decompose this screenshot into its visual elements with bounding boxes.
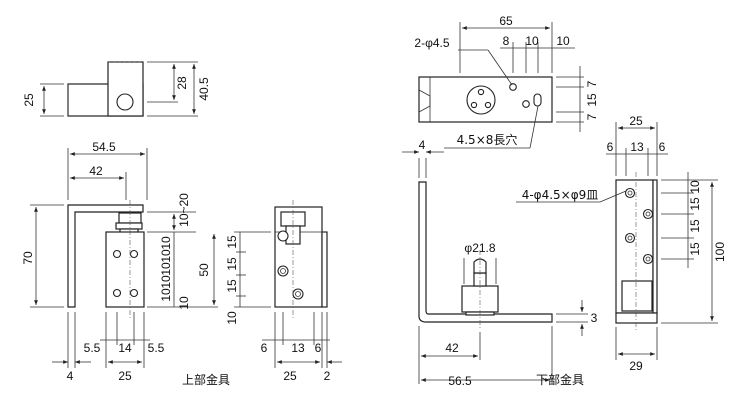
pivot-hole [116,93,134,111]
dim-56-5: 56.5 [448,374,472,388]
dim-54-5: 54.5 [92,140,116,154]
label-2-phi-4-5: 2-φ4.5 [414,36,449,50]
captions: 上部金具 下部金具 [182,372,584,387]
dim-15-e: 15 [688,197,702,211]
lower-fitting-front-view [402,150,588,384]
dim-25-upper-bottom: 25 [118,369,132,383]
dim-15-a: 15 [225,235,239,249]
upper-fitting-front-view [30,148,218,368]
dim-25-lower-side: 25 [629,114,643,128]
slot-hole [533,93,542,107]
dim-7-a: 7 [585,80,599,87]
dim-5-5-right: 5.5 [148,341,165,355]
dim-6-d: 6 [659,140,666,154]
dim-5-5-left: 5.5 [84,341,101,355]
dim-28: 28 [175,76,189,90]
dim-15-b: 15 [225,257,239,271]
dim-65: 65 [499,14,513,28]
dim-4-lower: 4 [419,138,426,152]
dim-10-f: 10 [177,296,191,310]
dim-10-g: 10 [225,311,239,325]
dim-25-upper-top: 25 [22,93,36,107]
dimension-labels: 25 28 40.5 54.5 42 70 10~20 10 10 10 10 … [21,14,727,388]
dim-4-upper: 4 [67,369,74,383]
dim-10-i: 10 [556,34,570,48]
caption-lower-fitting: 下部金具 [536,372,584,387]
dim-42-upper: 42 [89,164,103,178]
dim-14: 14 [118,341,132,355]
dim-6-b: 6 [315,341,322,355]
upper-fitting-side-view [234,200,342,368]
dim-13-b: 13 [630,140,644,154]
dim-3: 3 [591,311,598,325]
dim-10-a: 10 [159,236,173,250]
dim-7-b: 7 [585,113,599,120]
dim-10-h: 10 [525,34,539,48]
dim-6-c: 6 [607,140,614,154]
caption-upper-fitting: 上部金具 [182,372,230,387]
dim-40-5: 40.5 [197,77,211,101]
dim-10-j: 10 [688,180,702,194]
lower-fitting-side-view [516,122,718,360]
dim-42-lower: 42 [445,341,459,355]
dim-15-g: 15 [688,242,702,256]
dim-15-f: 15 [688,219,702,233]
dim-50: 50 [197,263,211,277]
upper-fitting-top-view [40,61,198,117]
dim-13-a: 13 [291,341,305,355]
dim-10-e: 10 [159,288,173,302]
dim-25-side: 25 [283,369,297,383]
dim-29: 29 [629,359,643,373]
label-slot-4-5x8: 4.5×8長穴 [457,132,518,147]
label-4-phi-countersink: 4-φ4.5×φ9皿 [522,188,599,202]
dim-10-d: 10 [159,275,173,289]
dim-8: 8 [503,34,510,48]
dim-phi-21-8: φ21.8 [464,241,495,255]
dim-70: 70 [21,251,35,265]
dim-6-a: 6 [261,341,268,355]
lower-fitting-top-view [418,22,584,149]
dim-10-20: 10~20 [177,193,191,227]
dim-100: 100 [713,242,727,262]
dim-10-b: 10 [159,249,173,263]
dim-10-c: 10 [159,262,173,276]
dim-15-d: 15 [585,93,599,107]
dim-15-c: 15 [225,279,239,293]
dim-2: 2 [324,369,331,383]
